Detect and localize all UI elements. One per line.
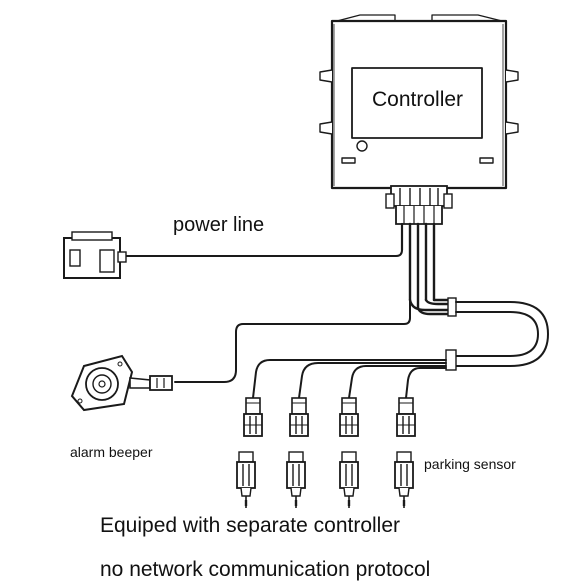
sensor-connector-1 xyxy=(235,397,263,510)
sensor-connector-3 xyxy=(338,397,360,510)
wire-bundle xyxy=(124,222,550,399)
alarm-beeper-label: alarm beeper xyxy=(70,444,153,460)
controller-box xyxy=(319,14,519,190)
caption-line-1: Equiped with separate controller xyxy=(100,514,401,537)
parking-sensor-label: parking sensor xyxy=(424,456,516,472)
alarm-beeper xyxy=(70,354,173,412)
harness-connector xyxy=(385,185,453,225)
power-plug xyxy=(63,231,127,279)
sensor-connector-4 xyxy=(393,397,416,510)
caption-line-2: no network communication protocol xyxy=(100,558,431,581)
power-line-label: power line xyxy=(173,214,265,236)
controller-label: Controller xyxy=(372,88,464,111)
sensor-connector-2 xyxy=(285,397,309,510)
